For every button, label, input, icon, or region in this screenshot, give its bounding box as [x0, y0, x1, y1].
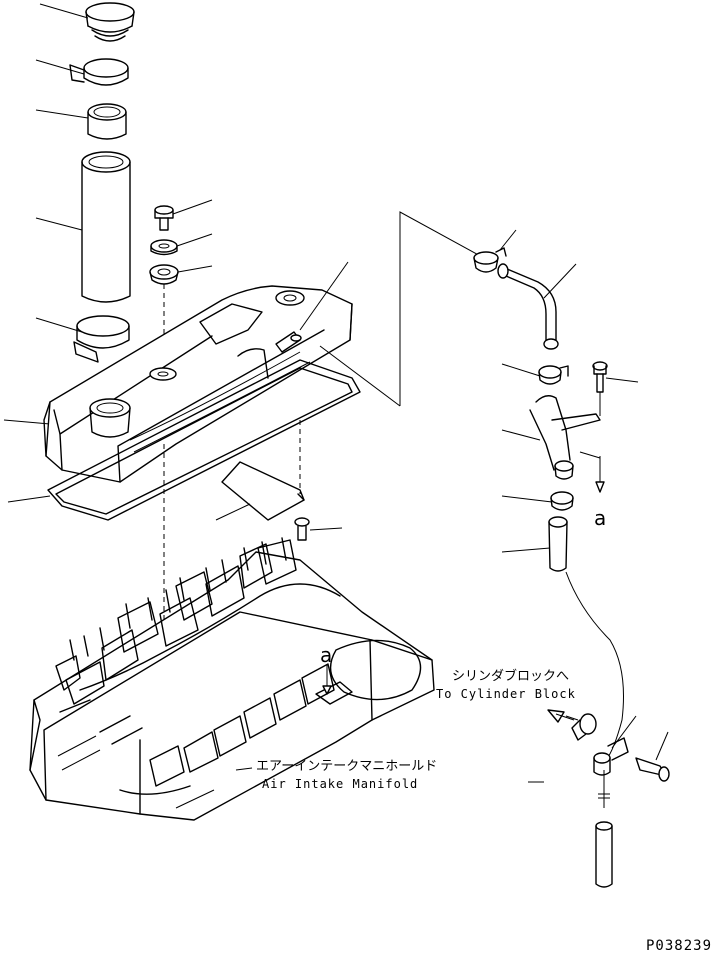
short-hose: [502, 517, 567, 571]
cover-bolt: [155, 200, 212, 230]
intake-connector: [316, 664, 352, 704]
routing-line: [320, 212, 484, 406]
hose-clamp-right-2: [502, 492, 573, 510]
right-bolt: [593, 362, 638, 416]
oil-filler-cap: [86, 3, 134, 41]
label-air-intake-jp: エアーインテークマニホールド: [256, 759, 437, 774]
breather-tube: [82, 152, 130, 302]
hose-clamp-lower: [74, 316, 129, 362]
figure-code: P038239: [646, 938, 712, 954]
breather-hose-elbow: [498, 264, 576, 349]
lower-drain-tube: [596, 822, 612, 887]
breather-pipe-bracket: [502, 396, 604, 492]
rubber-ring: [88, 104, 126, 139]
marker-a-right: a: [594, 506, 606, 530]
cylinder-head: [30, 538, 434, 820]
washer: [151, 234, 212, 255]
grommet: [150, 265, 212, 284]
baffle-plate: [216, 420, 304, 520]
cylinder-head-cover: [44, 262, 360, 520]
hose-clip-bracket: [594, 716, 636, 775]
plate-bolt: [295, 518, 342, 540]
connector-to-block: [548, 710, 596, 740]
leader-lines-left: [4, 4, 88, 502]
upper-hose-clamp: [474, 230, 516, 272]
hose-clamp-upper: [70, 59, 128, 85]
label-to-cylinder-block-en: To Cylinder Block: [436, 687, 576, 701]
drain-hose-line: [566, 572, 624, 808]
hose-clamp-right-1: [502, 364, 568, 384]
clip-bolt: [636, 732, 669, 781]
label-to-cylinder-block-jp: シリンダブロックへ: [452, 668, 569, 684]
air-intake-leader: [236, 768, 252, 770]
label-air-intake-en: Air Intake Manifold: [262, 777, 418, 791]
marker-a-head: a: [320, 643, 332, 667]
